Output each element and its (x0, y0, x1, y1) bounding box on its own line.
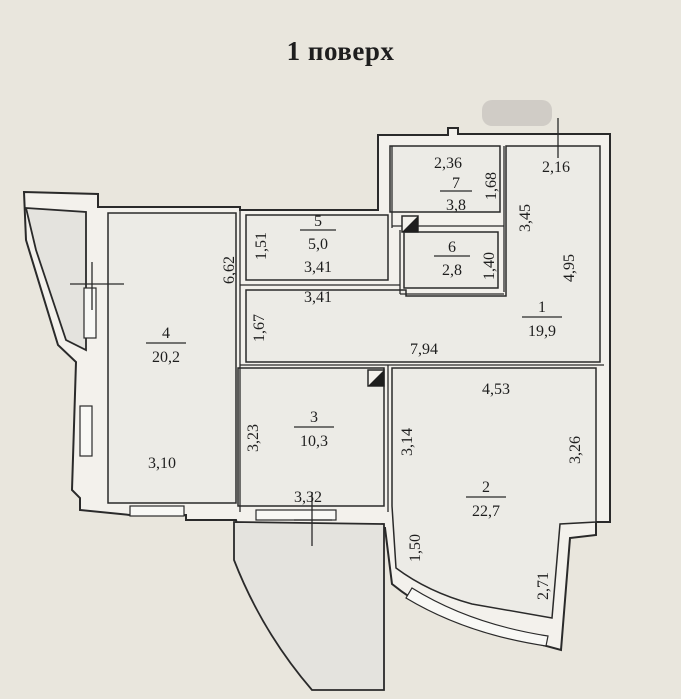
window-left-lower (79, 405, 93, 457)
room-5-floor (245, 214, 389, 281)
room-6-area: 2,8 (442, 262, 462, 279)
room-7-number: 7 (452, 175, 460, 192)
dim-4-53: 4,53 (482, 381, 510, 398)
redaction-blur (482, 100, 552, 126)
dim-4-95: 4,95 (561, 254, 578, 282)
dim-3-32: 3,32 (294, 489, 322, 506)
room-2-label: 2 22,7 (466, 479, 506, 520)
room-3-floor (237, 367, 385, 507)
room-2-area: 22,7 (472, 503, 500, 520)
room-1-floor (245, 145, 601, 363)
dim-3-41-room-5: 3,41 (304, 259, 332, 276)
window-room-2-curved (405, 587, 549, 647)
room-3-number: 3 (310, 409, 318, 426)
room-5-label: 5 5,0 (300, 213, 336, 253)
room-1-number: 1 (538, 299, 546, 316)
window-left-upper (83, 287, 97, 339)
room-5-area: 5,0 (308, 236, 328, 253)
window-room-3 (255, 509, 337, 521)
room-3-label: 3 10,3 (294, 409, 334, 450)
room-3-area: 10,3 (300, 433, 328, 450)
vent-shaft-upper-fill (402, 216, 418, 232)
room-4-label: 4 20,2 (146, 325, 186, 366)
dim-1-40: 1,40 (481, 252, 498, 280)
dim-3-23: 3,23 (245, 424, 262, 452)
room-7-label: 7 3,8 (440, 175, 472, 214)
room-7-area: 3,8 (446, 197, 466, 214)
room-5-number: 5 (314, 213, 322, 230)
window-room-4 (129, 505, 185, 517)
dim-3-45: 3,45 (517, 204, 534, 232)
room-2-number: 2 (482, 479, 490, 496)
dim-2-36: 2,36 (434, 155, 462, 172)
room-4-floor (107, 212, 237, 504)
dim-1-51: 1,51 (253, 232, 270, 260)
dim-2-16: 2,16 (542, 159, 570, 176)
dim-1-68: 1,68 (483, 172, 500, 200)
dim-7-94: 7,94 (410, 341, 438, 358)
room-6-label: 6 2,8 (434, 239, 470, 279)
room-6-floor (403, 231, 499, 289)
dim-1-67: 1,67 (251, 314, 268, 342)
page-title: 1 поверх (286, 36, 395, 66)
balcony-left (24, 207, 87, 352)
balcony-bottom (233, 521, 385, 691)
dim-3-26: 3,26 (567, 436, 584, 464)
dim-3-14: 3,14 (399, 428, 416, 456)
room-1-label: 1 19,9 (522, 299, 562, 340)
vent-shaft-lower-fill (368, 370, 384, 386)
dim-6-62: 6,62 (221, 256, 238, 284)
dim-3-10: 3,10 (148, 455, 176, 472)
dim-2-71: 2,71 (535, 572, 552, 600)
room-6-number: 6 (448, 239, 456, 256)
room-2-floor (391, 367, 597, 619)
dim-1-50: 1,50 (407, 534, 424, 562)
room-4-area: 20,2 (152, 349, 180, 366)
room-4-number: 4 (162, 325, 170, 342)
room-1-area: 19,9 (528, 323, 556, 340)
dim-3-41-corridor: 3,41 (304, 289, 332, 306)
room-7-floor (389, 145, 501, 213)
